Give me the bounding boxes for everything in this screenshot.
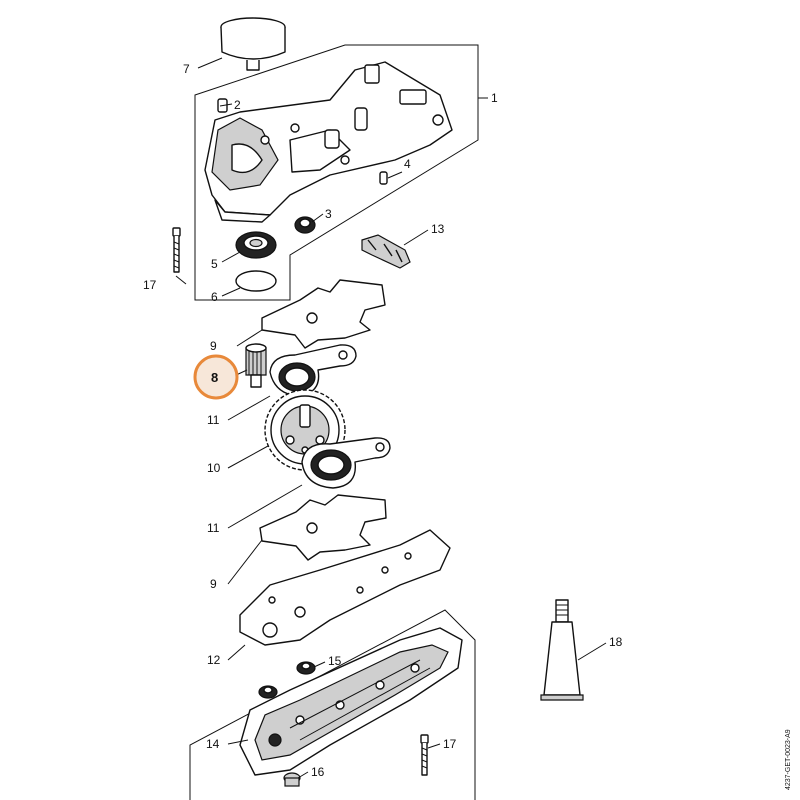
reference-code: 4237-GET-0023-A9	[785, 729, 792, 790]
callout-5: 5	[211, 257, 218, 271]
callout-9-upper: 9	[210, 339, 217, 353]
callout-17-lower: 17	[443, 737, 457, 751]
part-7-cup[interactable]	[220, 17, 286, 71]
part-1-gear-housing[interactable]	[204, 61, 453, 223]
callout-2: 2	[234, 98, 241, 112]
part-5-ball-bearing[interactable]	[235, 231, 277, 259]
callout-16: 16	[311, 765, 325, 779]
callout-1: 1	[491, 91, 498, 105]
callout-8: 8	[211, 370, 218, 385]
part-9-plate-upper[interactable]	[261, 279, 386, 349]
callout-6: 6	[211, 290, 218, 304]
callout-labels: 7 2 1 4 3 13 5 17 6 9 8 11 10 11 9 12 15…	[143, 62, 623, 779]
callout-7: 7	[183, 62, 190, 76]
callout-18: 18	[609, 635, 623, 649]
callout-15: 15	[328, 654, 342, 668]
callout-13: 13	[431, 222, 445, 236]
housing-group-frame	[194, 44, 479, 301]
cover-group-frame	[189, 609, 476, 800]
callout-10: 10	[207, 461, 221, 475]
part-3-bush[interactable]	[294, 216, 316, 234]
leader-lines	[175, 57, 607, 779]
part-6-circlip[interactable]	[235, 270, 277, 292]
callout-14: 14	[206, 737, 220, 751]
part-15-bush[interactable]	[258, 661, 316, 699]
callout-12: 12	[207, 653, 221, 667]
part-17-screw-upper[interactable]	[172, 227, 181, 273]
part-14-cover[interactable]	[239, 627, 463, 776]
part-8-pinion[interactable]	[245, 343, 267, 388]
part-11-needle-sleeve-lower[interactable]	[301, 437, 391, 489]
part-11-needle-sleeve-upper[interactable]	[269, 344, 357, 397]
callout-17-upper: 17	[143, 278, 157, 292]
part-4-pin[interactable]	[379, 171, 388, 185]
callout-4: 4	[404, 157, 411, 171]
highlight-marker	[193, 354, 239, 400]
callout-3: 3	[325, 207, 332, 221]
part-18-grease-tube[interactable]	[540, 599, 584, 701]
part-12-gasket[interactable]	[239, 529, 451, 646]
callout-11-lower: 11	[207, 521, 220, 535]
part-13-clip[interactable]	[361, 234, 411, 269]
callout-9-lower: 9	[210, 577, 217, 591]
part-16-plug[interactable]	[283, 772, 301, 787]
callout-11-upper: 11	[207, 413, 220, 427]
part-9-plate-lower[interactable]	[259, 494, 387, 561]
part-17-screw-lower[interactable]	[420, 734, 429, 776]
